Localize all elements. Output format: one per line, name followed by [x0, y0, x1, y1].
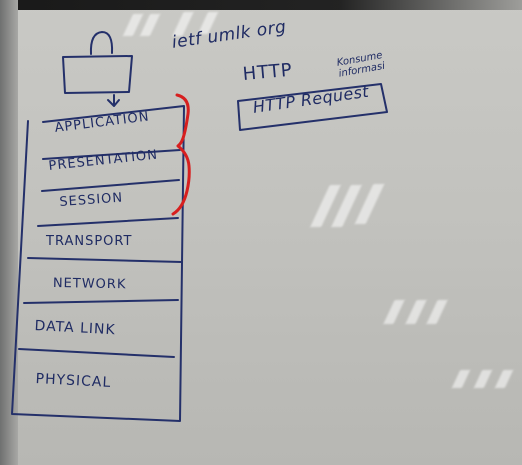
osi-divider-5 [23, 299, 179, 304]
osi-layer-transport: TRANSPORT [46, 234, 133, 249]
down-arrow [107, 94, 120, 107]
top-note-line-2: HTTP [241, 59, 294, 85]
http-request-box [237, 83, 388, 131]
osi-divider-3 [37, 217, 179, 227]
board-left-edge [0, 0, 18, 465]
osi-layer-network: NETWORK [52, 276, 127, 293]
osi-divider-4 [27, 257, 183, 263]
osi-stack-outline [11, 105, 185, 422]
osi-layer-data-link: DATA LINK [34, 318, 117, 339]
osi-divider-1 [42, 149, 181, 160]
osi-divider-2 [41, 179, 180, 192]
server-handle [89, 31, 114, 55]
red-bracket [171, 93, 191, 216]
osi-layer-physical: PHYSICAL [35, 371, 112, 391]
server-box-outline [62, 55, 133, 94]
osi-divider-6 [18, 348, 175, 358]
board-top-frame [0, 0, 522, 10]
